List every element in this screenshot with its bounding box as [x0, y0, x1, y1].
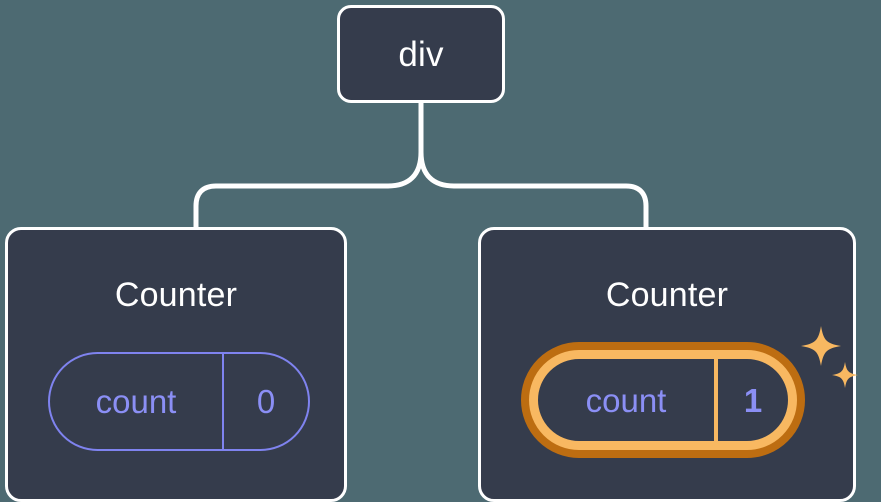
node-div-label: div [398, 34, 444, 74]
sparkles-group [801, 326, 858, 388]
sparkle-small-icon [832, 362, 858, 388]
node-counter-right[interactable]: Counter count 1 [478, 227, 858, 502]
counter-right-title: Counter [605, 276, 729, 314]
counter-right-state-key: count [538, 359, 718, 441]
node-div[interactable]: div [337, 5, 505, 103]
counter-right-state-pill-inner: count 1 [529, 350, 797, 450]
counter-right-state-value: 1 [743, 381, 763, 419]
node-counter-left[interactable]: Counter count 0 [5, 227, 347, 502]
edge-root-to-counter-right [418, 149, 649, 231]
counter-left-state-value: 0 [256, 383, 276, 420]
counter-left-state-pill[interactable]: count 0 [48, 352, 310, 451]
edge-root-to-counter-left [193, 149, 424, 231]
counter-left-state-key: count [50, 354, 224, 449]
sparkle-large-icon [801, 326, 841, 366]
counter-left-title: Counter [114, 276, 238, 314]
counter-right-state-pill[interactable]: count 1 [521, 342, 805, 458]
